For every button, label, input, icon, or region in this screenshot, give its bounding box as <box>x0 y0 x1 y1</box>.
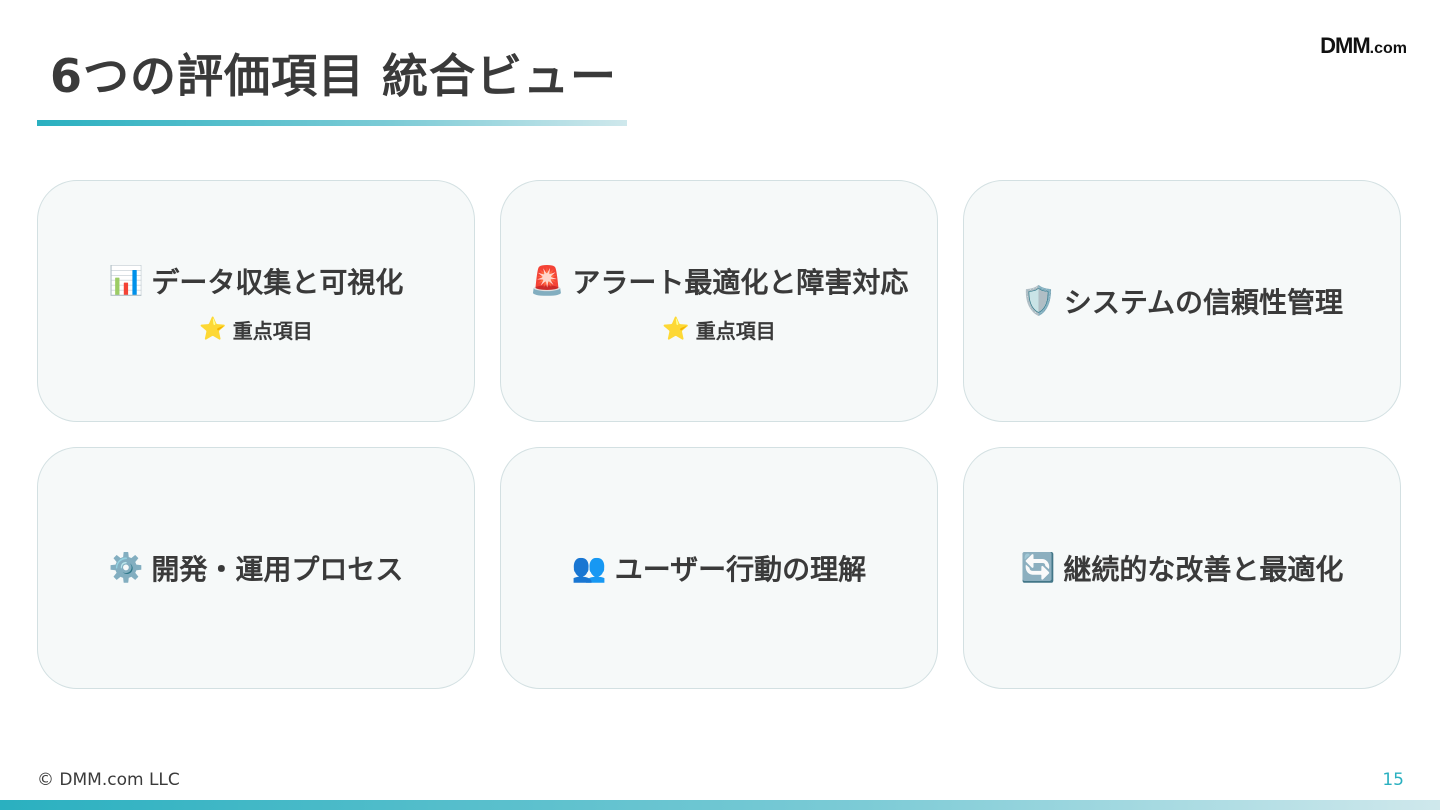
star-icon: ⭐ <box>662 316 690 342</box>
shield-icon: 🛡️ <box>1020 284 1056 317</box>
card-data-collection: 📊 データ収集と可視化 ⭐ 重点項目 <box>37 180 475 422</box>
refresh-icon: 🔄 <box>1020 551 1056 584</box>
card-dev-ops-process: ⚙️ 開発・運用プロセス <box>37 447 475 689</box>
card-title: システムの信頼性管理 <box>1063 286 1344 319</box>
title-underline <box>37 120 627 126</box>
card-continuous-improvement: 🔄 継続的な改善と最適化 <box>963 447 1401 689</box>
bottom-accent-bar <box>0 800 1440 810</box>
gear-icon: ⚙️ <box>108 551 144 584</box>
slide-title: 6つの評価項目 統合ビュー <box>50 49 618 103</box>
priority-tag-label: 重点項目 <box>695 319 776 343</box>
priority-tag-label: 重点項目 <box>232 319 313 343</box>
card-title: アラート最適化と障害対応 <box>572 266 909 299</box>
card-title: データ収集と可視化 <box>151 266 404 299</box>
card-user-behavior: 👥 ユーザー行動の理解 <box>500 447 938 689</box>
logo-main: DMM <box>1320 33 1371 58</box>
priority-tag: ⭐ 重点項目 <box>662 315 775 344</box>
users-icon: 👥 <box>571 551 607 584</box>
star-icon: ⭐ <box>199 316 227 342</box>
priority-tag: ⭐ 重点項目 <box>199 315 312 344</box>
card-reliability: 🛡️ システムの信頼性管理 <box>963 180 1401 422</box>
dmm-logo: DMM.com <box>1320 33 1407 59</box>
card-title: 継続的な改善と最適化 <box>1063 553 1344 586</box>
siren-icon: 🚨 <box>529 264 565 297</box>
footer-copyright: © DMM.com LLC <box>37 770 180 790</box>
card-title: 開発・運用プロセス <box>151 553 404 586</box>
logo-suffix: .com <box>1369 40 1407 57</box>
bar-chart-icon: 📊 <box>108 264 144 297</box>
page-number: 15 <box>1382 770 1404 790</box>
card-alert-optimization: 🚨 アラート最適化と障害対応 ⭐ 重点項目 <box>500 180 938 422</box>
card-title: ユーザー行動の理解 <box>614 553 867 586</box>
